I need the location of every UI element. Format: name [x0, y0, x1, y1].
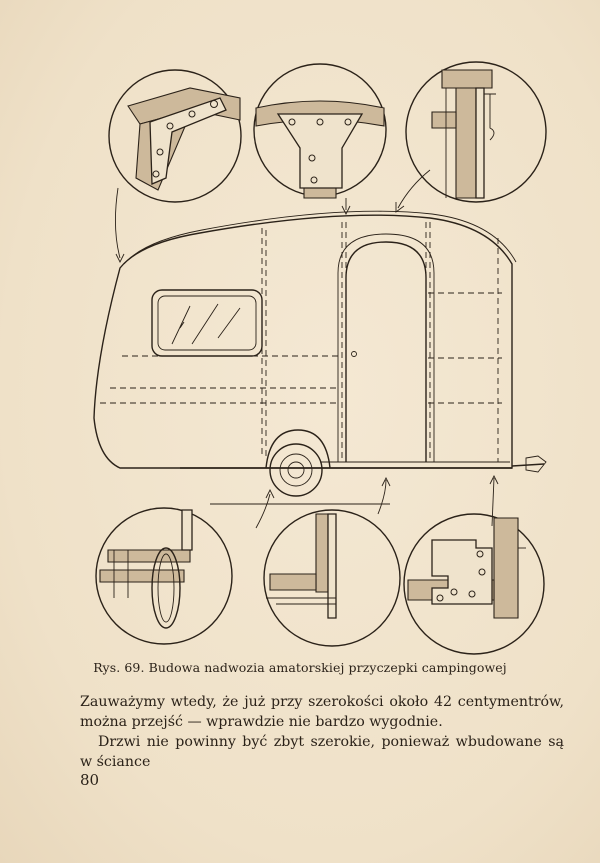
detail-circle-floor-joint: [263, 509, 401, 647]
paragraph: Drzwi nie powinny być zbyt szerokie, pon…: [80, 734, 564, 770]
detail-circle-corner-plate: [403, 513, 545, 655]
body-text: Zauważymy wtedy, że już przy szerokości …: [80, 692, 564, 772]
page-number: 80: [80, 771, 100, 789]
caravan-construction-illustration: [93, 61, 547, 655]
figure-caption: Rys. 69. Budowa nadwozia amatorskiej prz…: [93, 660, 507, 675]
detail-pointer-arrows: [114, 169, 499, 529]
detail-circle-front-corner: [108, 69, 242, 203]
detail-circle-rear-joint: [405, 61, 547, 203]
paragraph: Zauważymy wtedy, że już przy szerokości …: [80, 694, 564, 730]
detail-circle-wheel-axle: [95, 507, 233, 645]
caravan-side-view: [93, 210, 547, 505]
detail-circle-roof-bracket: [253, 63, 387, 199]
